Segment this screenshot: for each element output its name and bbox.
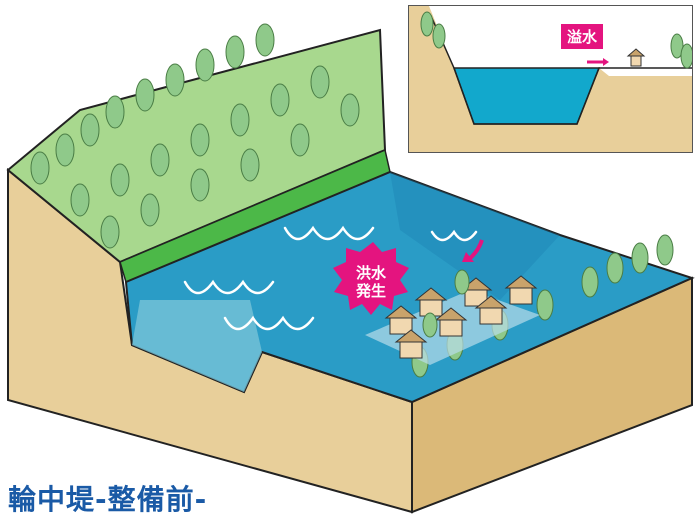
tree-icon [240,148,260,182]
inset-illustration [409,6,692,152]
tree-icon [110,163,130,197]
inset-bank-outline [430,15,692,125]
tree-icon [190,123,210,157]
tree-icon [135,78,155,112]
flood-label-line1: 洪水 [356,264,387,282]
wave-icon [283,225,375,241]
tree-icon [70,183,90,217]
tree-icon [195,48,215,82]
tree-icon [310,65,330,99]
flood-label-line2: 発生 [355,282,386,300]
flow-waves [183,225,478,331]
tree-icon [536,289,554,321]
floodplain-water [390,172,560,300]
page-title: 輪中堤-整備前- [8,483,208,516]
house-icon [474,295,508,325]
inset-river-water [452,67,601,125]
wave-icon [183,279,275,295]
wave-icon [430,229,478,242]
tree-icon [581,266,599,298]
arrow-icon [603,58,609,66]
tree-icon [105,95,125,129]
tree-icon [432,23,446,49]
house-icon [434,307,468,337]
tree-icon [670,33,684,59]
tree-icon [656,234,674,266]
house-icon [414,287,448,317]
tree-icon [230,103,250,137]
flood-badge [333,242,409,315]
tree-icon [190,168,210,202]
tree-icon [30,151,50,185]
tree-icon [340,93,360,127]
tree-icon [80,113,100,147]
house-icon [626,48,646,67]
flooded-village [365,269,540,365]
inset-cross-section: 溢水 [408,5,693,153]
overflow-label: 溢水 [561,24,604,49]
tree-icon [255,23,275,57]
tree-icon [290,123,310,157]
tree-icon [420,11,434,37]
tree-icon [165,63,185,97]
tree-icon [680,43,692,69]
tree-icon [100,215,120,249]
tree-icon [140,193,160,227]
house-icon [504,275,538,305]
hillside-forest [30,23,360,249]
tree-icon [225,35,245,69]
wave-icon [223,315,315,331]
arrow-icon [462,252,474,262]
tree-icon [631,242,649,274]
tree-icon [422,312,438,338]
tree-icon [55,133,75,167]
tree-icon [606,252,624,284]
house-icon [384,305,418,335]
house-icon [394,329,428,359]
tree-icon [454,269,470,295]
tree-icon [270,83,290,117]
tree-icon [150,143,170,177]
